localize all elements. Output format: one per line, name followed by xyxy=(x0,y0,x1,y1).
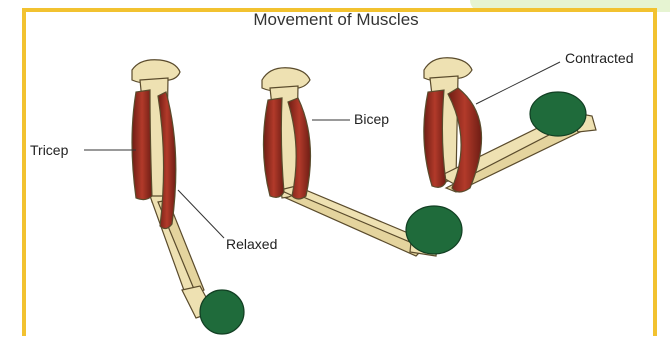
relaxed-leader xyxy=(178,190,224,238)
label-tricep: Tricep xyxy=(30,142,68,158)
label-contracted: Contracted xyxy=(565,50,633,66)
tricep-muscle xyxy=(132,90,152,200)
arm-relaxed xyxy=(132,60,244,334)
ball-icon xyxy=(200,290,244,334)
label-bicep: Bicep xyxy=(354,111,389,127)
arm-contracted xyxy=(424,58,596,192)
label-relaxed: Relaxed xyxy=(226,236,277,252)
